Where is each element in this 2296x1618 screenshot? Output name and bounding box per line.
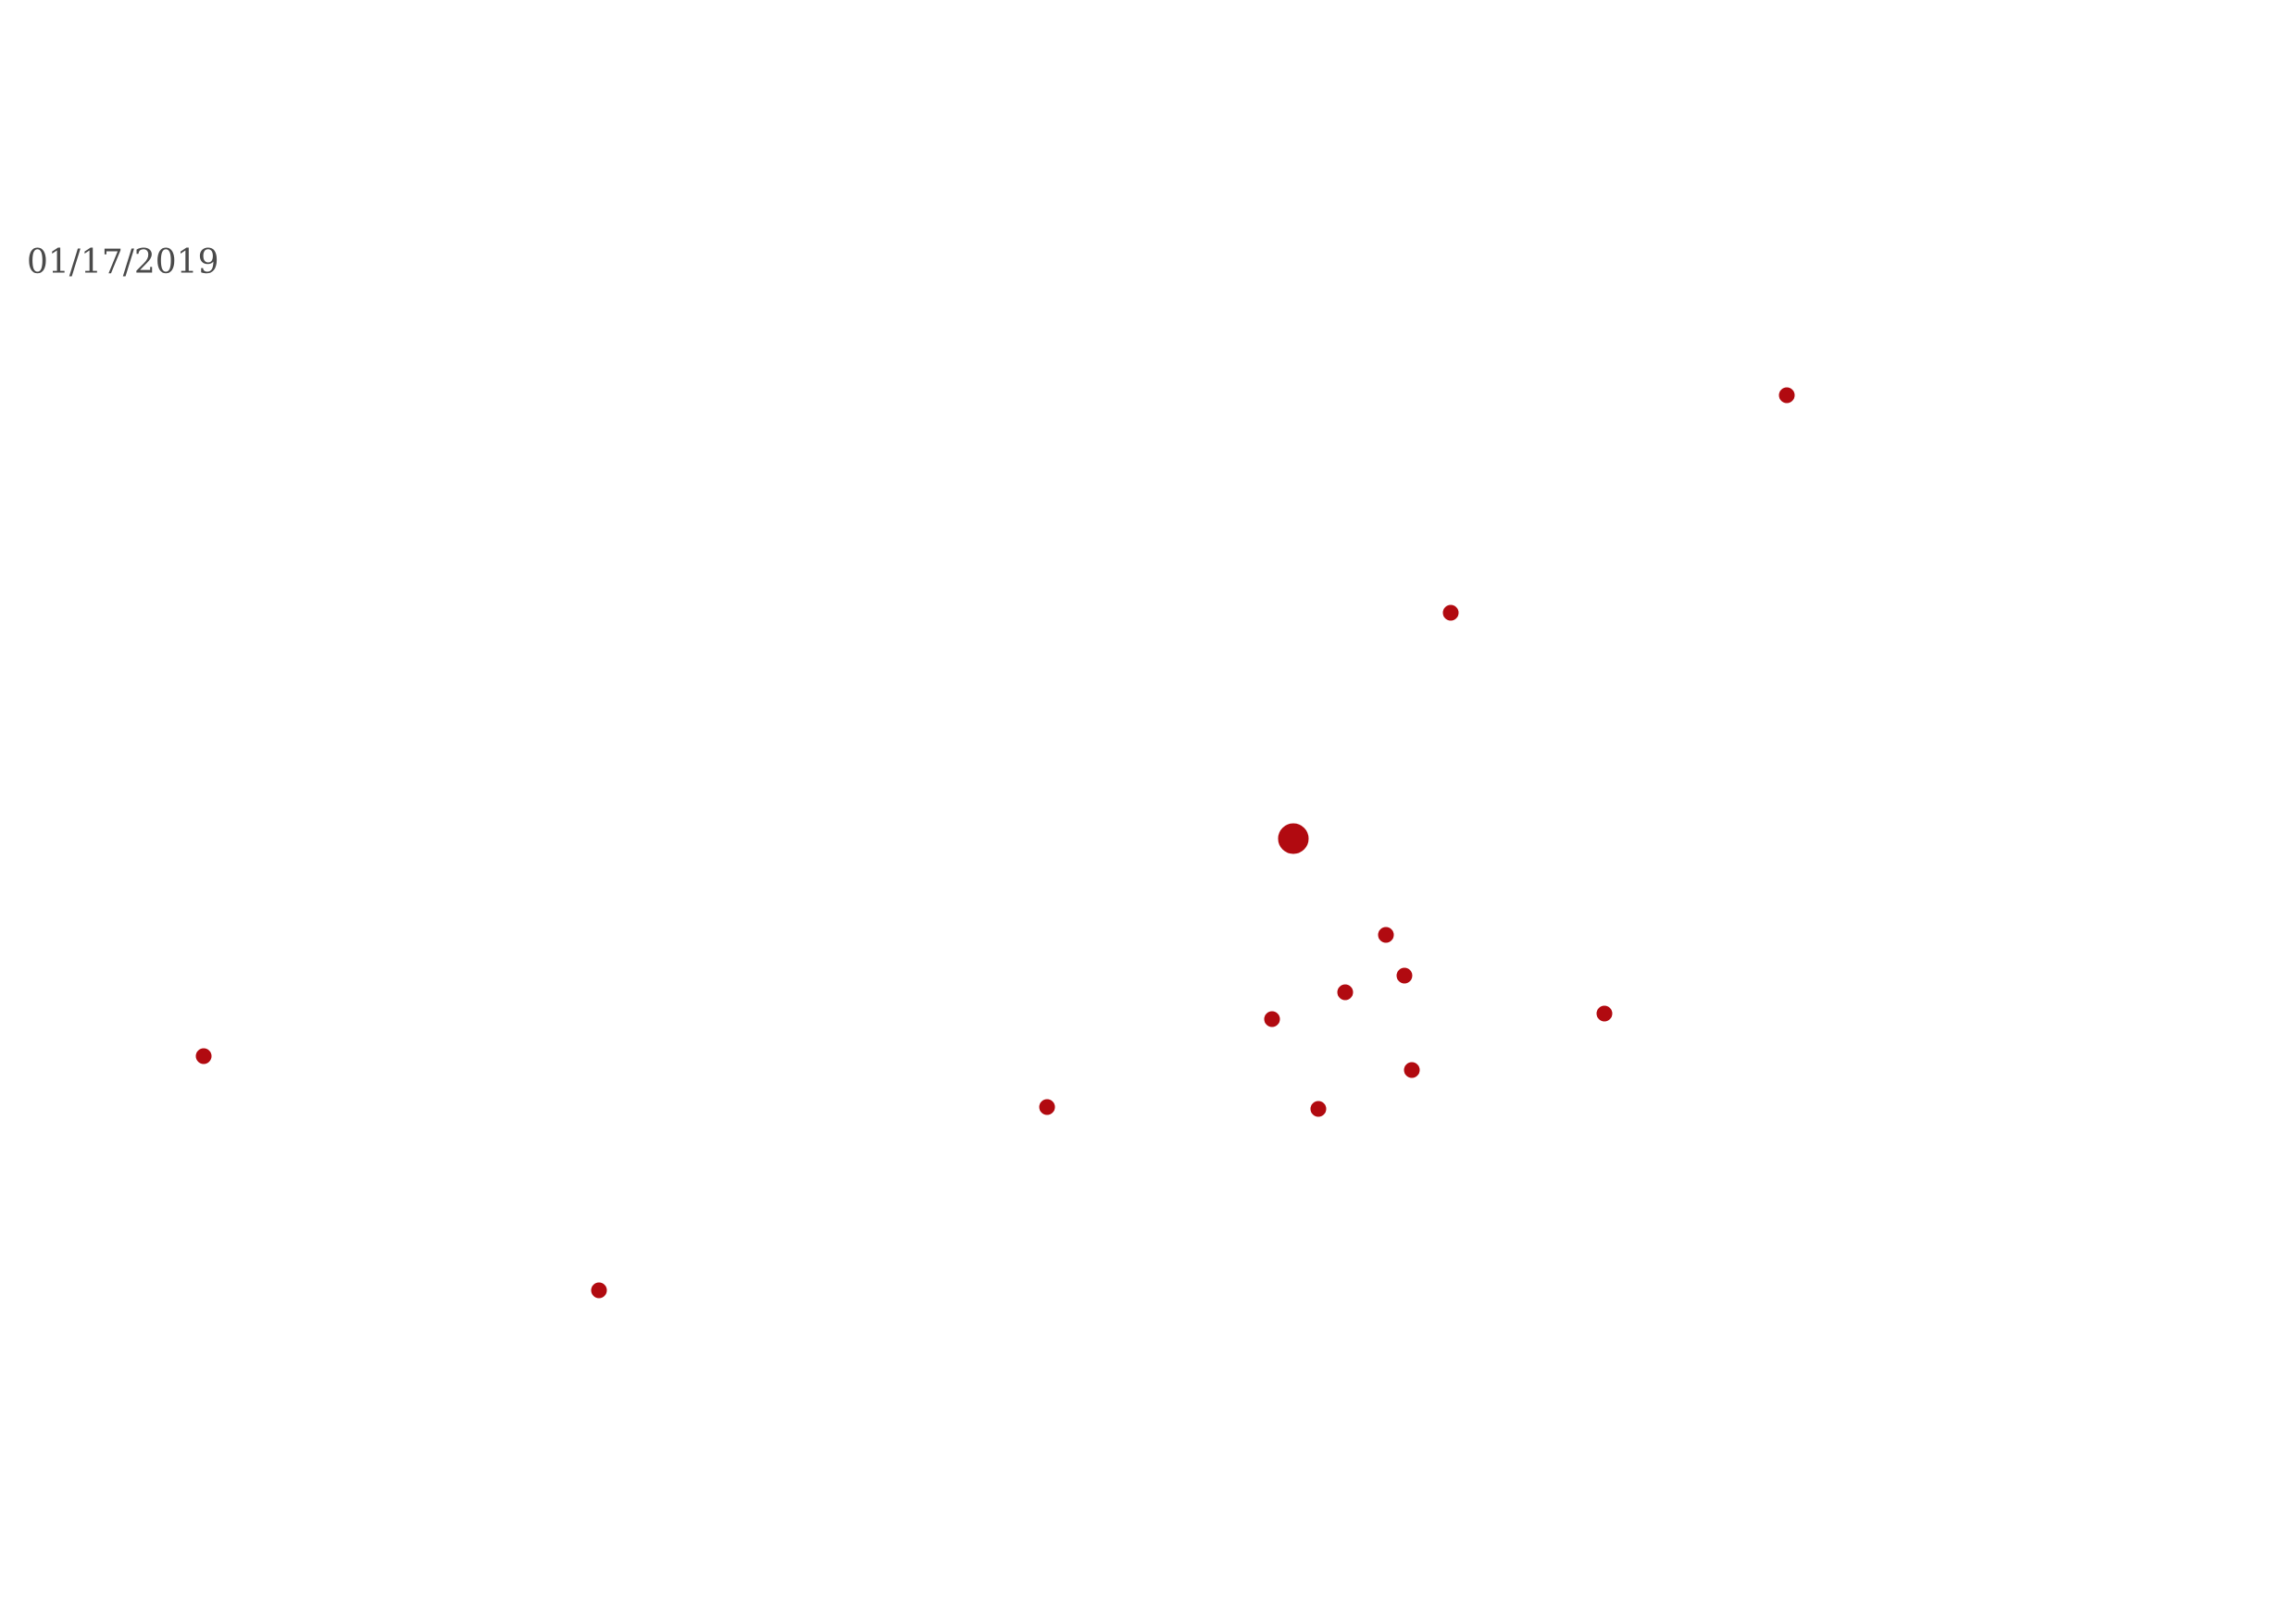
map-marker[interactable]	[1776, 384, 1798, 406]
map-marker[interactable]	[1393, 965, 1416, 987]
map-marker[interactable]	[1334, 981, 1356, 1003]
map-marker[interactable]	[1375, 924, 1397, 946]
map-marker[interactable]	[1593, 1002, 1616, 1025]
map-marker[interactable]	[193, 1045, 215, 1067]
map-marker[interactable]	[1261, 1008, 1283, 1030]
map-marker[interactable]	[588, 1279, 610, 1301]
date-label: 01/17/2019	[27, 243, 219, 281]
marker-layer	[193, 384, 1798, 1301]
map-marker[interactable]	[1401, 1059, 1423, 1081]
map-marker[interactable]	[1307, 1098, 1329, 1120]
map-marker[interactable]	[1440, 602, 1462, 624]
map-marker[interactable]	[1036, 1096, 1058, 1118]
map-marker[interactable]	[1275, 820, 1312, 857]
